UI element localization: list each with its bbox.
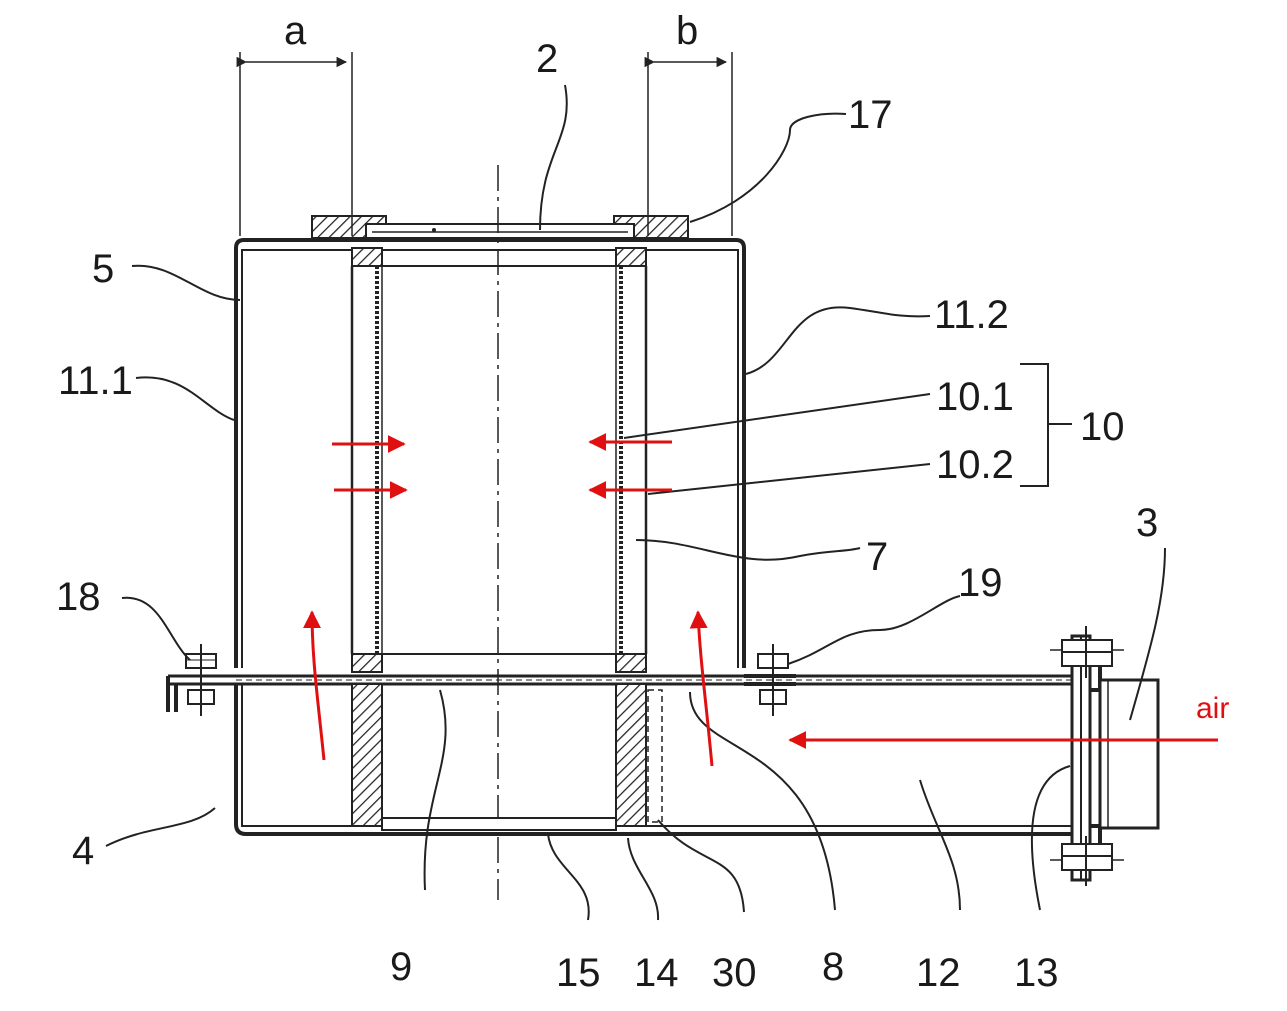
top-flange [311, 215, 689, 239]
upflow-arrow-right [689, 610, 714, 767]
label-a: a [284, 9, 307, 53]
bolt-19 [744, 644, 796, 716]
lower-housing [234, 683, 1084, 836]
label-13: 13 [1014, 951, 1059, 995]
leader-lines [105, 84, 1166, 921]
label-12: 12 [916, 951, 961, 995]
label-17: 17 [848, 93, 893, 137]
label-8: 8 [822, 945, 844, 989]
label-11-2: 11.2 [934, 293, 1009, 337]
label-14: 14 [634, 951, 679, 995]
dimension-a [236, 52, 353, 236]
label-b: b [676, 9, 698, 53]
inlet-flange [1050, 626, 1160, 886]
label-11-1: 11.1 [58, 359, 133, 403]
label-30: 30 [712, 951, 757, 995]
label-10: 10 [1080, 405, 1125, 449]
label-18: 18 [56, 575, 101, 619]
bracket-10 [1020, 363, 1072, 487]
bolt-18 [185, 644, 217, 716]
label-19: 19 [958, 561, 1003, 605]
label-7: 7 [866, 535, 888, 579]
label-3: 3 [1136, 501, 1158, 545]
label-9: 9 [390, 945, 412, 989]
upper-housing [234, 238, 746, 668]
label-15: 15 [556, 951, 601, 995]
filter-cartridge [350, 247, 648, 673]
label-10-1: 10.1 [936, 375, 1014, 419]
label-air: air [1196, 692, 1229, 725]
labels: a b 2 17 5 11.2 11.1 10.1 10 10.2 3 7 19… [56, 9, 1229, 995]
label-4: 4 [72, 829, 94, 873]
airflow-arrows[interactable] [303, 433, 1218, 767]
label-2: 2 [536, 37, 558, 81]
label-5: 5 [92, 247, 114, 291]
label-10-2: 10.2 [936, 443, 1014, 487]
dimension-b [644, 52, 733, 236]
upflow-arrow-left [303, 610, 326, 761]
